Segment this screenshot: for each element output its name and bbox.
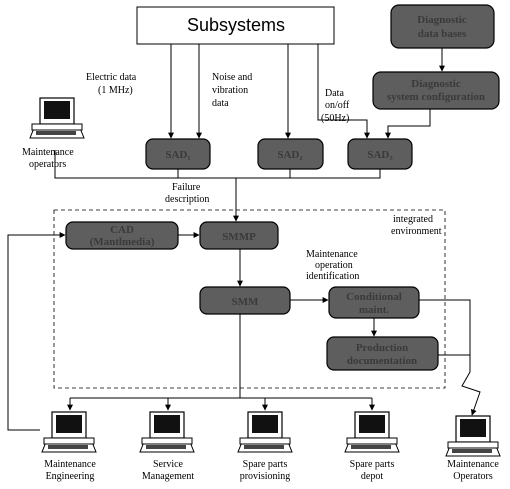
label-dataonoff-2: on/off [325, 100, 350, 111]
computer-icon-5 [445, 415, 501, 457]
label-electric-1: Electric data [86, 72, 137, 83]
arrow-config-to-sad3 [385, 109, 431, 139]
label-maint-op-2: operation [315, 260, 353, 271]
subsystems-box [136, 6, 335, 45]
diagnostic-databases-line2: data bases [418, 28, 467, 40]
computer-icon-1 [41, 411, 97, 453]
bottom-label-4a: Spare parts [350, 459, 395, 470]
smmp-label: SMMP [222, 231, 256, 243]
smmp-box [199, 221, 279, 250]
label-maint-op-1: Maintenance [306, 249, 358, 260]
cad-line1: CAD [110, 224, 134, 236]
label-noise-2: vibration [212, 85, 248, 96]
computer-icon-2 [139, 411, 195, 453]
smm-label: SMM [232, 296, 260, 308]
diagnostic-config-line1: Diagnostic [411, 78, 461, 90]
label-integrated-2: environment [391, 226, 442, 237]
conditional-line2: maint. [359, 304, 390, 316]
bottom-label-5b: Operators [453, 471, 493, 482]
production-box [326, 336, 439, 371]
arrow-sub-to-sad3 [317, 44, 370, 139]
label-failure-1: Failure [172, 182, 201, 193]
bottom-label-4b: depot [361, 471, 383, 482]
label-noise-1: Noise and [212, 72, 252, 83]
production-line1: Production [356, 342, 408, 354]
integrated-environment-frame [53, 209, 446, 389]
bottom-label-5a: Maintenance [447, 459, 499, 470]
top-operator-label-1: Maintenance [22, 147, 74, 158]
production-line2: documentation [347, 355, 417, 367]
sad2-label: SAD₂ [277, 149, 303, 161]
diagnostic-config-line2: system configuration [387, 91, 485, 103]
wire-sad-bus [54, 150, 381, 179]
cad-line2: (Mantlmedia) [90, 236, 155, 248]
wire-zigzag-link [461, 352, 481, 416]
diagnostic-databases-box [390, 4, 495, 49]
bottom-label-2b: Management [142, 471, 194, 482]
sad3-label: SAD₃ [367, 149, 393, 161]
computer-icon-4 [344, 411, 400, 453]
sad1-label: SAD₁ [165, 149, 190, 161]
label-dataonoff-1: Data [325, 88, 344, 99]
bottom-label-3b: provisioning [240, 471, 291, 482]
bottom-label-1b: Engineering [46, 471, 95, 482]
bottom-label-2a: Service [153, 459, 184, 470]
wire-cond-to-right [419, 299, 471, 352]
computer-icon-top [29, 97, 85, 139]
computer-icon-3 [237, 411, 293, 453]
label-dataonoff-3: (50Hz) [321, 113, 349, 124]
bottom-label-3a: Spare parts [243, 459, 288, 470]
arrow-feedback-loop [7, 232, 66, 431]
label-noise-3: data [212, 98, 229, 109]
label-maint-op-3: identification [306, 271, 359, 282]
label-failure-2: description [165, 194, 209, 205]
diagnostic-databases-line1: Diagnostic [417, 14, 467, 26]
conditional-line1: Conditional [346, 291, 402, 303]
label-integrated-1: integrated [393, 214, 433, 225]
diagnostic-config-box [372, 71, 500, 110]
bottom-label-1a: Maintenance [44, 459, 96, 470]
top-operator-label-2: operators [29, 159, 66, 170]
subsystems-title: Subsystems [187, 15, 285, 35]
label-electric-2: (1 MHz) [98, 85, 133, 96]
